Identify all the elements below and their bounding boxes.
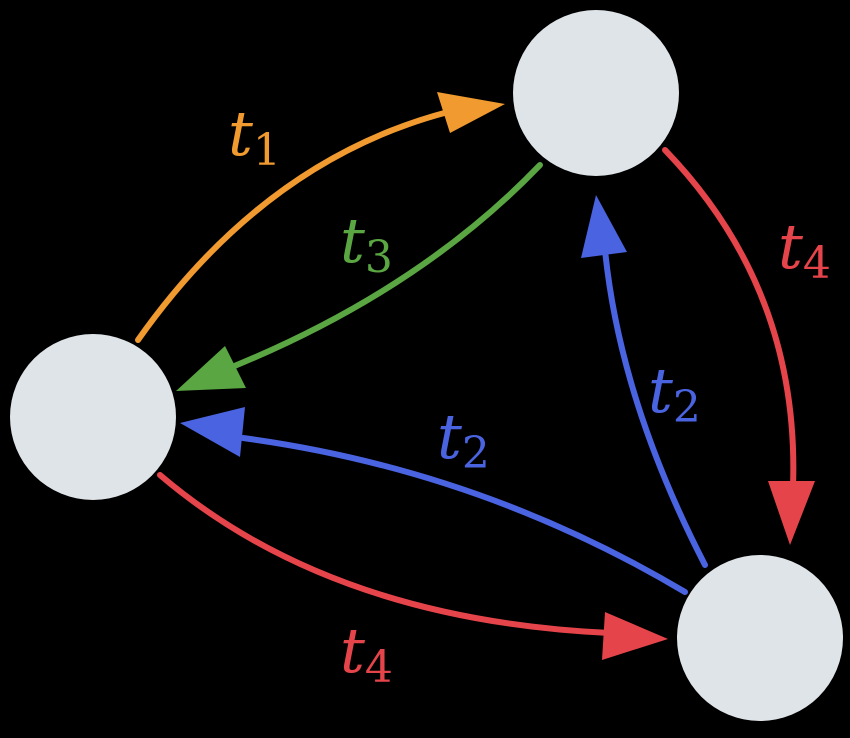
arrowhead-edge-left-to-top — [437, 92, 505, 133]
edge-top-to-left — [229, 162, 543, 370]
node-top — [513, 10, 679, 176]
arrowheads — [176, 92, 815, 660]
edge-label-top-to-left: t3 — [340, 204, 393, 283]
nodes — [10, 10, 843, 721]
arrowhead-edge-top-to-bottom-right — [768, 481, 815, 545]
edge-bottom-right-to-left — [240, 435, 688, 595]
arrowhead-edge-bottom-right-to-top — [581, 195, 627, 258]
node-bottom-right — [677, 555, 843, 721]
arrowhead-edge-top-to-left — [176, 346, 246, 391]
edge-top-to-bottom-right — [662, 147, 797, 490]
edge-left-to-top — [135, 109, 451, 343]
arrowhead-edge-bottom-right-to-left — [180, 407, 245, 457]
edges — [135, 109, 797, 636]
edge-left-to-bottom-right — [157, 472, 613, 636]
edge-label-left-to-top: t1 — [228, 97, 281, 176]
edge-label-bottom-right-to-left: t2 — [437, 400, 490, 479]
edge-label-bottom-right-to-top: t2 — [648, 354, 701, 433]
arrowhead-edge-left-to-bottom-right — [602, 612, 668, 660]
edge-bottom-right-to-top — [602, 247, 708, 568]
edge-labels: t1 t3 t4 t2 t2 t4 — [228, 97, 831, 693]
edge-label-left-to-bottom-right: t4 — [340, 614, 393, 693]
node-left — [10, 334, 176, 500]
edge-label-top-to-bottom-right: t4 — [778, 210, 831, 289]
